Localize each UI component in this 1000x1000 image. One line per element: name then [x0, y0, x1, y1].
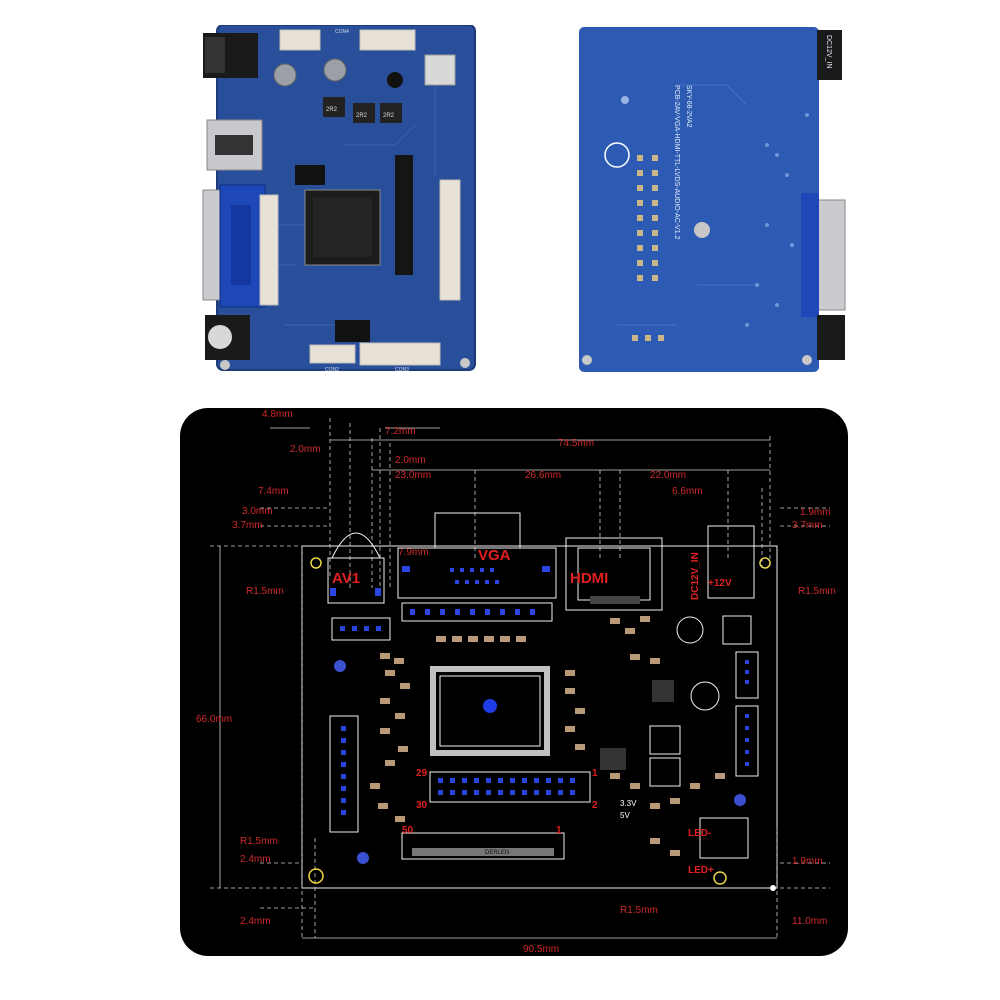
pcb-back-photo: SKY-68-2VA2 PCB-2AV-VGA-HDMI-TTL-LVDS-AU… [579, 27, 846, 372]
back-model-text: SKY-68-2VA2 [685, 85, 692, 128]
fiducial [734, 794, 746, 806]
dim-2-4mm-a: 2.4mm [240, 854, 271, 865]
v33-label: 3.3V [620, 799, 637, 808]
dim-6-6mm: 6.6mm [672, 486, 703, 497]
dim-2-4mm-b: 2.4mm [240, 916, 271, 927]
pin-2-label: 2 [592, 800, 598, 811]
dim-r1-5mm-tr: R1.5mm [798, 586, 836, 597]
dim-r1-5mm-tl: R1.5mm [246, 586, 284, 597]
pin-50-label: 50 [402, 825, 414, 836]
mounting-hole [308, 868, 324, 884]
dim-3-0mm: 3.0mm [242, 506, 273, 517]
dim-r1-5mm-bl: R1.5mm [240, 836, 278, 847]
dim-23-0mm: 23.0mm [395, 470, 431, 481]
hdmi-label: HDMI [570, 570, 608, 587]
dim-4-8mm: 4.8mm [262, 409, 293, 420]
fiducial [334, 660, 346, 672]
front-con4-label: CON4 [335, 29, 349, 35]
dim-7-4mm: 7.4mm [258, 486, 289, 497]
led-minus-label: LED- [688, 828, 711, 839]
dim-3-7mm-left: 3.7mm [232, 520, 263, 531]
header-30pin [429, 771, 591, 803]
av-connector [327, 557, 385, 604]
led-connector [699, 817, 749, 859]
pin-29-label: 29 [416, 768, 428, 779]
dim-3-7mm-right: 3.7mm [792, 520, 823, 531]
fiducial [357, 852, 369, 864]
dim-1-9mm-bottom: 1.9mm [792, 856, 823, 867]
dim-90-5mm: 90.5mm [523, 944, 559, 955]
dim-2-0mm-b: 2.0mm [395, 455, 426, 466]
inductor-label: 2R2 [326, 107, 338, 113]
mounting-hole [713, 871, 727, 885]
inductor-label: 2R2 [383, 113, 395, 119]
dc-jack [707, 525, 755, 599]
inductor-label: 2R2 [356, 113, 368, 119]
back-power-text: DC12V_IN [825, 35, 832, 68]
plus12v-label: +12V [708, 578, 732, 589]
dim-74-5mm: 74.5mm [558, 438, 594, 449]
dim-1-9mm-top: 1.9mm [800, 507, 831, 518]
mounting-hole [759, 557, 771, 569]
mounting-hole [310, 557, 322, 569]
pin-1b-label: 1 [556, 825, 562, 836]
led-plus-label: LED+ [688, 865, 714, 876]
dim-r1-5mm-br: R1.5mm [620, 905, 658, 916]
dim-7-2mm: 7.2mm [385, 426, 416, 437]
pin-1-label: 1 [592, 768, 598, 779]
pin-30-label: 30 [416, 800, 428, 811]
hdmi-connector [565, 537, 663, 611]
back-part-text: PCB-2AV-VGA-HDMI-TTL-LVDS-AUDIO-AC-V1.2 [673, 85, 680, 240]
vga-label: VGA [478, 547, 511, 564]
v5-label: 5V [620, 811, 630, 820]
dim-26-6mm: 26.6mm [525, 470, 561, 481]
dim-7-9mm: 7.9mm [398, 547, 429, 558]
fpc-chip-text: DERLEN [485, 850, 509, 856]
front-con3-label: CON3 [395, 367, 409, 373]
dimension-drawing: 4.8mm 2.0mm 7.2mm 74.5mm 2.0mm 23.0mm 26… [180, 408, 848, 956]
dim-66-0mm: 66.0mm [196, 714, 232, 725]
fpc-50pin [401, 832, 565, 860]
dc12v-in-label: DC12V_IN [690, 552, 701, 600]
dim-11-0mm: 11.0mm [792, 916, 827, 927]
dim-22-0mm: 22.0mm [650, 470, 686, 481]
mounting-hole [770, 885, 776, 891]
front-con2-label: CON2 [325, 367, 339, 373]
pcb-front-photo: CON4 2R2 2R2 2R2 CON2 CON3 [202, 25, 476, 373]
dim-2-0mm: 2.0mm [290, 444, 321, 455]
av1-label: AV1 [332, 570, 360, 587]
